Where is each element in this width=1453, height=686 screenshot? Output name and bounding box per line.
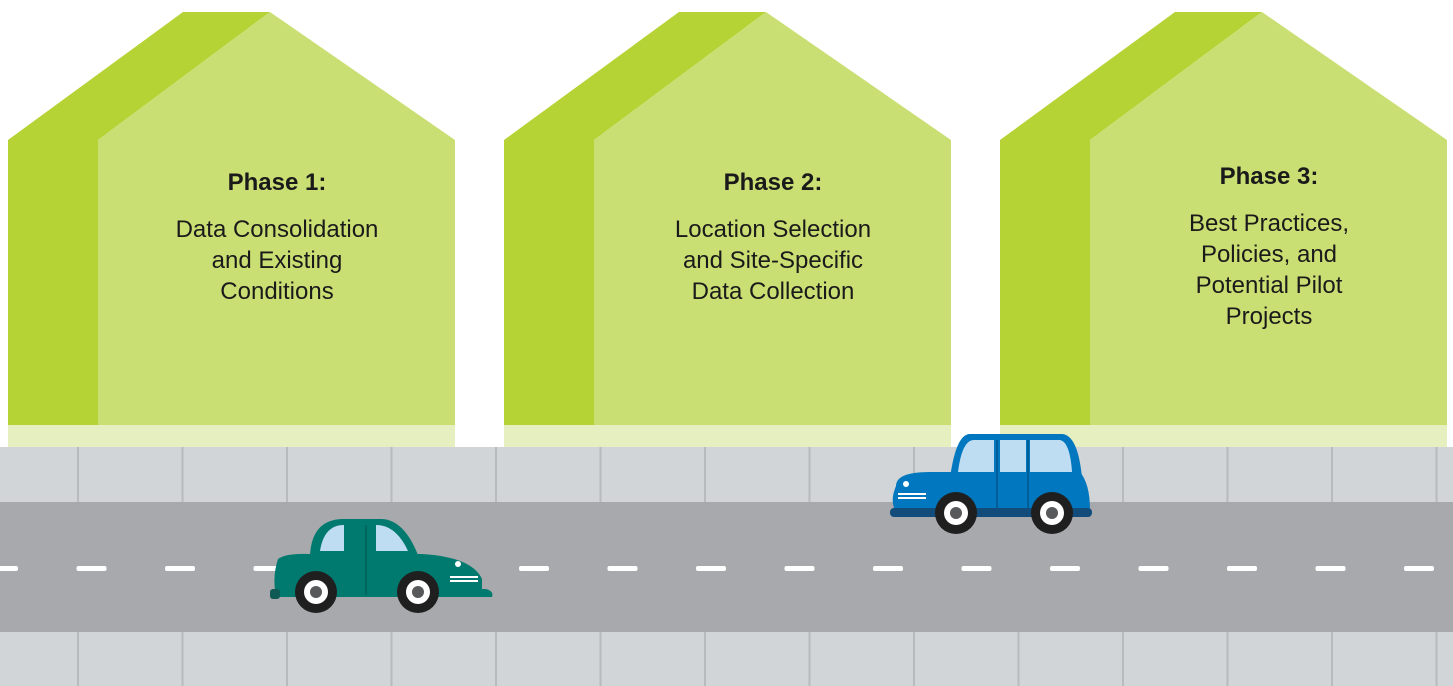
blue-car-rear-hub	[1046, 507, 1058, 519]
phase-2-line-3: Data Collection	[691, 278, 855, 305]
blue-car-rear-window	[1030, 440, 1072, 472]
green-car-headlight	[455, 561, 461, 567]
blue-car	[890, 434, 1092, 534]
phase-2-label: Phase 2: Location Selection and Site-Spe…	[614, 168, 932, 307]
phase-1-title: Phase 1:	[227, 169, 327, 196]
phase-2-line-1: Location Selection	[674, 216, 872, 243]
lane-dash	[165, 566, 195, 571]
blue-car-headlight	[903, 481, 909, 487]
lane-dash	[76, 566, 107, 571]
blue-car-middle-window	[1000, 440, 1026, 472]
green-car-front-window	[320, 525, 344, 551]
phase-2-line-2: and Site-Specific	[682, 247, 864, 274]
lane-dash	[873, 566, 903, 571]
phase-1-house-dark	[8, 12, 270, 425]
lane-dash	[0, 566, 18, 571]
phase-1-house	[8, 12, 455, 447]
upper-sidewalk	[0, 447, 1453, 502]
blue-car-front-hub	[950, 507, 962, 519]
lane-dash	[961, 566, 992, 571]
phase-2-house	[504, 12, 951, 447]
phase-3-house-light	[1090, 12, 1447, 425]
phase-2-house-base	[504, 425, 951, 447]
phase-1-line-1: Data Consolidation	[175, 216, 379, 243]
phase-1-house-base	[8, 425, 455, 447]
lane-dash	[519, 566, 549, 571]
phase-3-label: Phase 3: Best Practices, Policies, and P…	[1110, 162, 1428, 332]
lane-dash	[1227, 566, 1257, 571]
lane-dash	[696, 566, 726, 571]
green-car-rear-window	[376, 525, 408, 551]
phase-1-house-light	[98, 12, 455, 425]
lane-dash	[784, 566, 815, 571]
road	[0, 502, 1453, 632]
phase-1-line-3: Conditions	[220, 278, 334, 305]
phase-3-house-base	[1000, 425, 1447, 447]
phase-3-line-3: Potential Pilot	[1195, 272, 1343, 299]
phase-2-house-dark	[504, 12, 766, 425]
phase-3-house	[1000, 12, 1447, 447]
phase-2-house-light	[594, 12, 951, 425]
green-car-rear-hub	[310, 586, 322, 598]
phase-1-line-2: and Existing	[211, 247, 343, 274]
lane-dash	[1050, 566, 1080, 571]
lower-sidewalk	[0, 632, 1453, 686]
phase-3-title: Phase 3:	[1219, 163, 1319, 190]
phase-3-house-dark	[1000, 12, 1262, 425]
phase-3-line-2: Policies, and	[1200, 241, 1338, 268]
green-car-front-hub	[412, 586, 424, 598]
lane-dash	[607, 566, 638, 571]
phase-2-title: Phase 2:	[723, 169, 823, 196]
blue-car-front-window	[958, 440, 994, 472]
lane-dash	[1404, 566, 1434, 571]
green-car	[270, 519, 493, 613]
phase-3-line-1: Best Practices,	[1188, 210, 1350, 237]
green-car-bumper	[270, 589, 280, 599]
phase-3-line-4: Projects	[1225, 303, 1313, 330]
lane-dash	[1315, 566, 1346, 571]
phase-1-label: Phase 1: Data Consolidation and Existing…	[118, 168, 436, 307]
lane-dash	[1138, 566, 1169, 571]
